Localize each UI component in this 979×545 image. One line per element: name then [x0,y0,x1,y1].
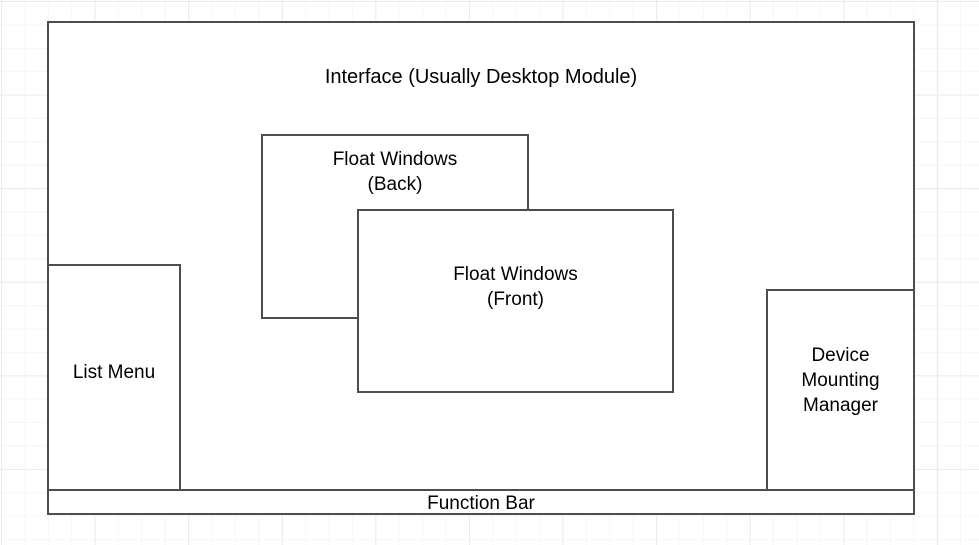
list-menu-label: List Menu [72,362,156,383]
device-mounting-manager-block[interactable]: Device Mounting Manager [766,289,915,491]
device-mounting-manager-label: Device Mounting Manager [801,345,880,416]
float-window-front-label: Float Windows (Front) [453,264,578,310]
interface-frame-label: Interface (Usually Desktop Module) [324,66,638,88]
function-bar-label: Function Bar [427,493,535,514]
list-menu-block[interactable]: List Menu [47,264,181,491]
function-bar-block[interactable]: Function Bar [47,489,915,515]
float-window-back-label: Float Windows (Back) [332,149,458,195]
float-window-front-block[interactable]: Float Windows (Front) [357,209,674,393]
